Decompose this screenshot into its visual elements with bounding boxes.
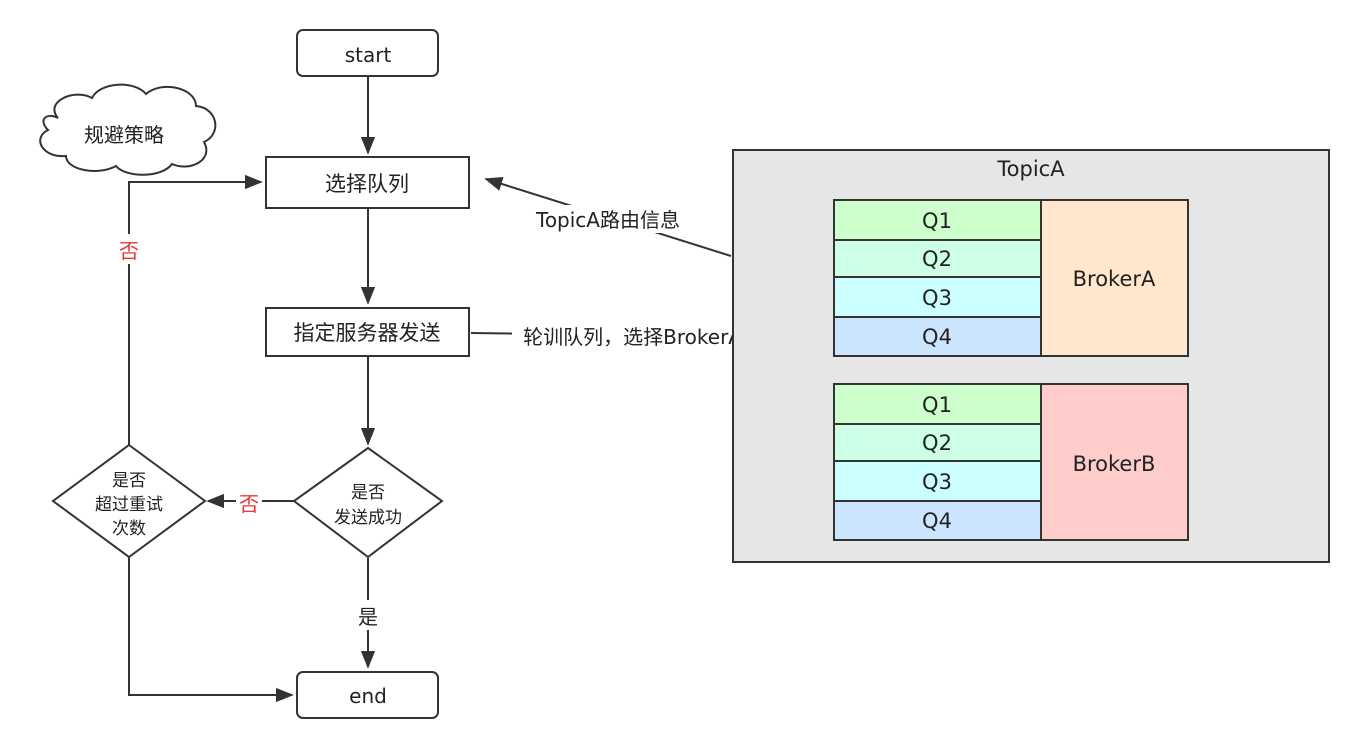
no-label-left: 否: [119, 239, 139, 263]
edge-retry-to-end: [128, 557, 294, 703]
broker-b-label: BrokerB: [1073, 452, 1156, 476]
retry-question-line2: 超过重试: [95, 495, 163, 515]
broker-b-queue-2: Q2: [922, 431, 952, 455]
broker-b-box: [1040, 383, 1189, 541]
success-question-line1: 是否: [351, 483, 385, 503]
broker-a-queue-3: Q3: [922, 286, 952, 310]
topic-title: TopicA: [996, 157, 1065, 181]
broker-b-group: Q1 Q2 Q3 Q4 BrokerB: [833, 383, 1189, 541]
success-question-line2: 发送成功: [334, 508, 402, 528]
broker-a-queue-1: Q1: [922, 209, 952, 233]
yes-label-bg: [355, 600, 381, 630]
broker-b-queue-3: Q3: [922, 470, 952, 494]
edge-retry-to-select: [128, 174, 263, 445]
start-node: start: [296, 29, 439, 77]
end-label: end: [349, 684, 387, 708]
broker-a-queue-3-box: [833, 276, 1042, 318]
broker-b-queue-2-box: [833, 423, 1042, 462]
send-to-server-node: 指定服务器发送: [265, 307, 470, 357]
broker-b-queue-1: Q1: [922, 393, 952, 417]
route-info-bg: [526, 205, 690, 233]
cloud-label: 规避策略: [84, 123, 164, 147]
broker-b-queue-4: Q4: [922, 509, 952, 533]
send-to-server-label: 指定服务器发送: [294, 321, 441, 345]
route-info-label: TopicA路由信息: [535, 208, 680, 232]
broker-a-label: BrokerA: [1073, 267, 1156, 291]
broker-a-queue-4: Q4: [922, 325, 952, 349]
broker-a-box: [1040, 199, 1189, 357]
retry-decision: 是否 超过重试 次数: [51, 443, 207, 559]
send-success-decision: 是否 发送成功: [292, 446, 444, 559]
yes-label: 是: [358, 605, 378, 629]
start-label: start: [345, 43, 392, 67]
no-label-mid: 否: [239, 492, 259, 516]
avoidance-strategy-cloud: 规避策略: [39, 83, 217, 176]
select-queue-label: 选择队列: [325, 172, 409, 196]
broker-a-group: Q1 Q2 Q3 Q4 BrokerA: [833, 199, 1189, 357]
broker-b-queue-3-box: [833, 460, 1042, 502]
end-node: end: [296, 671, 439, 719]
no-label-left-bg: [116, 234, 142, 264]
retry-question-line1: 是否: [112, 471, 146, 491]
flow-edges: [128, 76, 832, 703]
retry-question-line3: 次数: [112, 519, 146, 539]
select-queue-node: 选择队列: [265, 156, 470, 209]
broker-a-queue-1-box: [833, 199, 1042, 241]
no-label-mid-bg: [236, 488, 262, 516]
broker-a-queue-2: Q2: [922, 247, 952, 271]
